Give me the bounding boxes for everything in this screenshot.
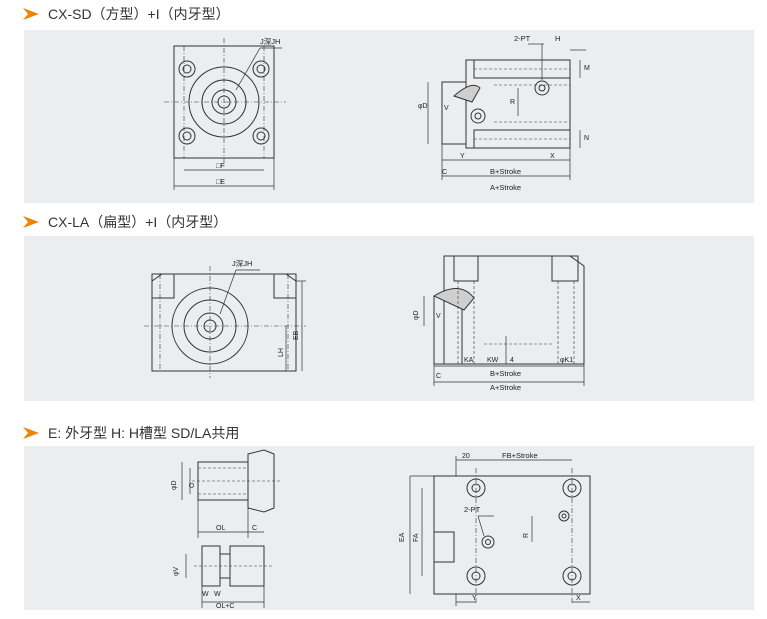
label-w: W bbox=[202, 591, 209, 598]
label-ol-c: OL+C bbox=[216, 603, 234, 610]
label-j-jh: J深JH bbox=[260, 37, 280, 46]
label-o: O bbox=[189, 482, 196, 488]
label-c: C bbox=[252, 525, 257, 532]
chevron-right-icon bbox=[23, 427, 39, 439]
label-fb-stroke: FB+Stroke bbox=[502, 451, 538, 460]
label-r: R bbox=[523, 533, 530, 538]
label-m: M bbox=[584, 65, 590, 72]
label-w2: W bbox=[214, 591, 221, 598]
section-heading-sd: CX-SD（方型）+I（内牙型） bbox=[22, 4, 230, 24]
label-r: R bbox=[510, 99, 515, 106]
label-c: C bbox=[442, 169, 447, 176]
label-4: 4 bbox=[510, 357, 514, 364]
drawing-panel-sd: J深JH □F □E 2-PT H M N bbox=[24, 30, 754, 203]
cx-sd-drawing: J深JH □F □E 2-PT H M N bbox=[164, 34, 590, 192]
label-phi-d: φD bbox=[171, 480, 178, 490]
label-f: □F bbox=[216, 163, 225, 170]
e-h-drawing: φD O OL C φV W W OL+C bbox=[171, 449, 591, 610]
label-x: X bbox=[576, 595, 581, 602]
label-2-pt: 2-PT bbox=[464, 505, 481, 514]
section-title: CX-SD（方型）+I（内牙型） bbox=[48, 6, 230, 22]
drawing-panel-eh: φD O OL C φV W W OL+C bbox=[24, 446, 754, 610]
section-heading-la: CX-LA（扁型）+I（内牙型） bbox=[22, 212, 227, 232]
label-lh: LH bbox=[278, 348, 285, 357]
label-ol: OL bbox=[216, 525, 225, 532]
label-phi-d: φD bbox=[418, 103, 428, 110]
label-x: X bbox=[550, 153, 555, 160]
section-heading-eh: E: 外牙型 H: H槽型 SD/LA共用 bbox=[22, 423, 239, 443]
label-y: Y bbox=[472, 595, 477, 602]
label-phi-d: φD bbox=[413, 310, 420, 320]
label-20: 20 bbox=[462, 453, 470, 460]
label-fa: FA bbox=[413, 533, 420, 542]
label-v: V bbox=[444, 105, 449, 112]
label-e: □E bbox=[216, 179, 225, 186]
chevron-right-icon bbox=[23, 8, 39, 20]
label-ea: EA bbox=[399, 532, 406, 542]
label-j-jh: J深JH bbox=[232, 259, 252, 268]
drawing-panel-la: J深JH EB LH φD V KA KW 4 φK1 C B+Stroke A… bbox=[24, 236, 754, 401]
label-eb: EB bbox=[293, 330, 300, 340]
label-c: C bbox=[436, 373, 441, 380]
label-phi-v: φV bbox=[173, 566, 180, 576]
label-n: N bbox=[584, 135, 589, 142]
label-phi-k1: φK1 bbox=[560, 357, 573, 364]
label-ka: KA bbox=[464, 357, 474, 364]
cx-la-drawing: J深JH EB LH φD V KA KW 4 φK1 C B+Stroke A… bbox=[144, 255, 585, 392]
label-2-pt: 2-PT bbox=[514, 34, 531, 43]
label-v: V bbox=[436, 313, 441, 320]
chevron-right-icon bbox=[23, 216, 39, 228]
section-title: E: 外牙型 H: H槽型 SD/LA共用 bbox=[48, 425, 240, 441]
label-b-stroke: B+Stroke bbox=[490, 167, 521, 176]
label-kw: KW bbox=[487, 357, 499, 364]
label-y: Y bbox=[460, 153, 465, 160]
label-h: H bbox=[555, 34, 560, 43]
label-a-stroke: A+Stroke bbox=[490, 183, 521, 192]
section-title: CX-LA（扁型）+I（内牙型） bbox=[48, 214, 228, 230]
label-a-stroke: A+Stroke bbox=[490, 383, 521, 392]
label-b-stroke: B+Stroke bbox=[490, 369, 521, 378]
